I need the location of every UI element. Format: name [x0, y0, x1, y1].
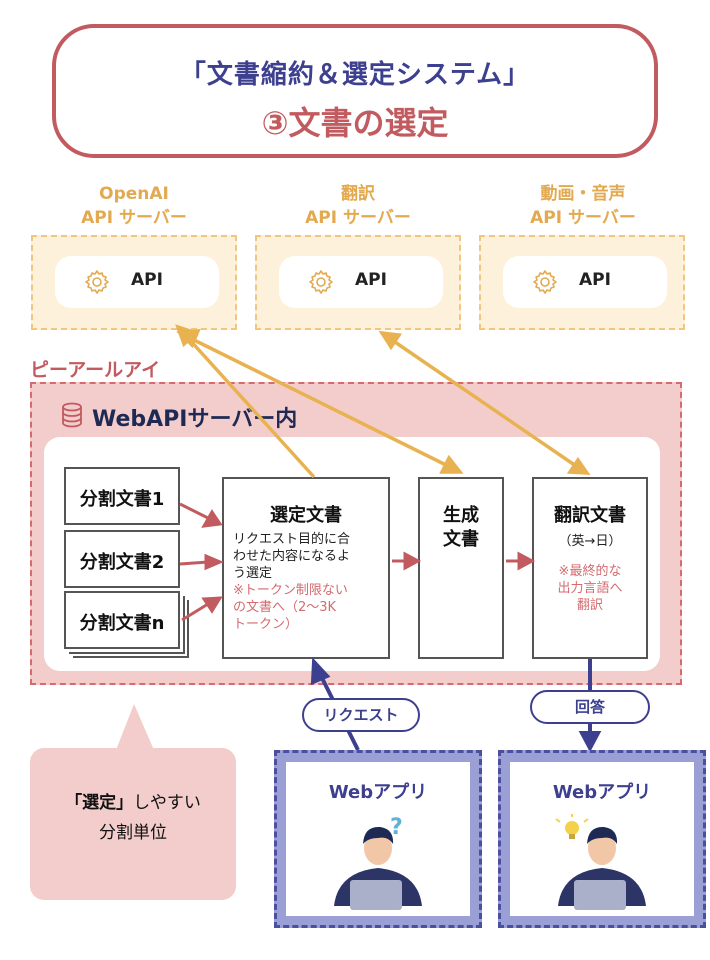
translate-api-pill: API: [279, 256, 443, 308]
media-server-label-line1: 動画・音声: [478, 182, 688, 206]
translated-doc-note-line: 翻訳: [534, 597, 646, 614]
translate-server-label: 翻訳 API サーバー: [253, 182, 463, 230]
select-doc-desc-line: リクエスト目的に合: [233, 531, 350, 548]
media-server-label-line2: API サーバー: [478, 206, 688, 230]
translated-doc-subtitle: （英→日）: [534, 533, 646, 550]
split-doc-2-label: 分割文書2: [66, 548, 178, 574]
person-at-laptop-icon: ?: [328, 814, 428, 910]
select-doc-desc-line: う選定: [233, 565, 350, 582]
openai-api-pill: API: [55, 256, 219, 308]
bubble-emphasis: 「選定」: [65, 793, 133, 813]
bubble-line2: 分割単位: [30, 818, 236, 848]
split-doc-n-label: 分割文書n: [66, 609, 178, 635]
translate-server-box: API: [255, 235, 461, 330]
openai-server-label-line1: OpenAI: [29, 182, 239, 206]
select-doc-note-line: トークン）: [233, 616, 348, 633]
webapp-answer-box: Webアプリ: [498, 750, 706, 928]
title-box: 「文書縮約＆選定システム」 ③文書の選定: [52, 24, 658, 158]
translated-doc: 翻訳文書 （英→日） ※最終的な 出力言語へ 翻訳: [532, 477, 648, 659]
select-doc-desc-line: わせた内容になるよ: [233, 548, 350, 565]
gear-icon: [83, 268, 111, 296]
title-system-name: 「文書縮約＆選定システム」: [56, 54, 654, 91]
media-server-label: 動画・音声 API サーバー: [478, 182, 688, 230]
split-doc-2: 分割文書2: [64, 530, 180, 588]
answer-label: 回答: [530, 690, 650, 724]
openai-server-label: OpenAI API サーバー: [29, 182, 239, 230]
webapp-answer-title: Webアプリ: [510, 778, 694, 804]
generated-doc-line1: 生成: [420, 501, 502, 527]
webapp-answer-inner: Webアプリ: [510, 762, 694, 916]
media-api-pill: API: [503, 256, 667, 308]
generated-doc-line2: 文書: [420, 525, 502, 551]
select-doc-title: 選定文書: [224, 501, 388, 527]
generated-doc: 生成 文書: [418, 477, 504, 659]
bubble-rest: しやすい: [133, 793, 201, 813]
translated-doc-title: 翻訳文書: [534, 501, 646, 527]
translate-server-label-line1: 翻訳: [253, 182, 463, 206]
select-doc-desc: リクエスト目的に合 わせた内容になるよ う選定: [233, 531, 350, 582]
gear-icon: [531, 268, 559, 296]
select-doc-note-line: ※トークン制限ない: [233, 582, 348, 599]
request-label: リクエスト: [302, 698, 420, 732]
lightbulb-icon: [556, 814, 588, 839]
select-doc-note-line: の文書へ（2〜3K: [233, 599, 348, 616]
translated-doc-note: ※最終的な 出力言語へ 翻訳: [534, 563, 646, 614]
gear-icon: [307, 268, 335, 296]
pri-label: ピーアールアイ: [30, 355, 160, 382]
media-server-box: API: [479, 235, 685, 330]
webapi-server-title: WebAPIサーバー内: [92, 401, 297, 433]
translated-doc-note-line: ※最終的な: [534, 563, 646, 580]
openai-server-box: API: [31, 235, 237, 330]
api-label: API: [355, 270, 387, 290]
webapp-request-box: Webアプリ ?: [274, 750, 482, 928]
api-label: API: [131, 270, 163, 290]
bubble-pointer: [116, 704, 154, 750]
select-doc: 選定文書 リクエスト目的に合 わせた内容になるよ う選定 ※トークン制限ない の…: [222, 477, 390, 659]
split-doc-n: 分割文書n: [64, 591, 180, 649]
bubble-text: 「選定」しやすい 分割単位: [30, 788, 236, 848]
select-doc-note: ※トークン制限ない の文書へ（2〜3K トークン）: [233, 582, 348, 633]
title-step: ③文書の選定: [56, 98, 654, 144]
translated-doc-note-line: 出力言語へ: [534, 580, 646, 597]
database-icon: [60, 402, 84, 428]
webapp-request-inner: Webアプリ ?: [286, 762, 470, 916]
translate-server-label-line2: API サーバー: [253, 206, 463, 230]
person-at-laptop-icon: [552, 814, 652, 910]
openai-server-label-line2: API サーバー: [29, 206, 239, 230]
question-mark-icon: ?: [390, 815, 403, 840]
split-doc-1-label: 分割文書1: [66, 485, 178, 511]
webapp-request-title: Webアプリ: [286, 778, 470, 804]
api-label: API: [579, 270, 611, 290]
split-doc-1: 分割文書1: [64, 467, 180, 525]
